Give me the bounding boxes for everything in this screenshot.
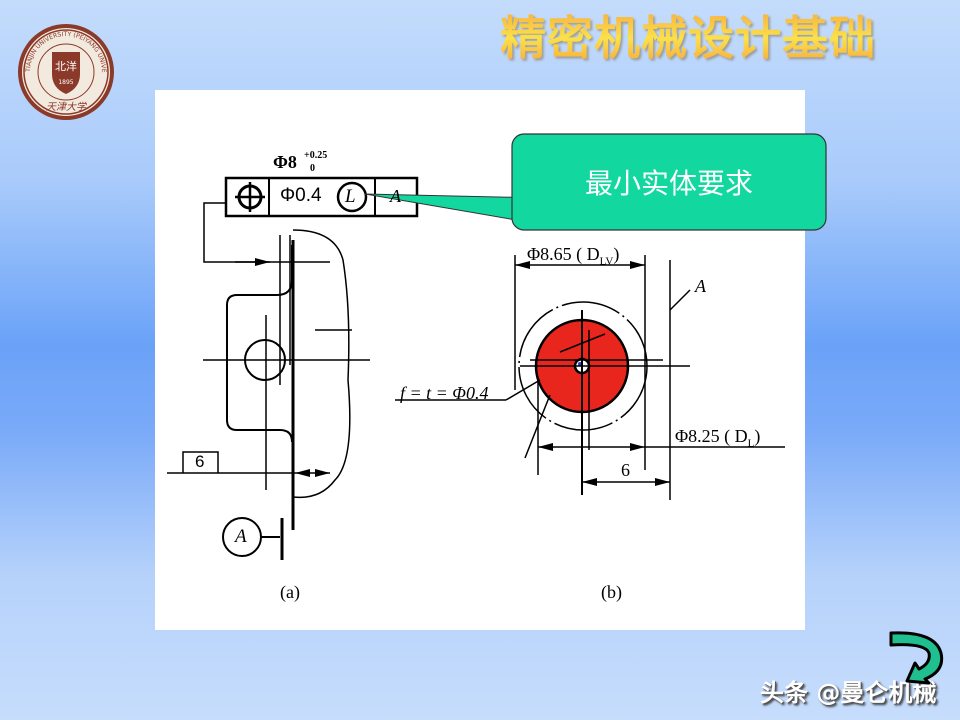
frame-datum: A <box>390 186 401 206</box>
svg-text:1895: 1895 <box>58 79 73 86</box>
lmc-modifier: L <box>345 186 356 207</box>
caption-b: (b) <box>601 582 622 602</box>
dim-lv-text: Φ8.65 ( D <box>527 244 600 264</box>
size-tolerance-label: Φ8 <box>273 152 297 172</box>
callout-text: 最小实体要求 <box>584 167 753 200</box>
lower-deviation: 0 <box>310 163 315 174</box>
frame-tolerance-value: Φ0.4 <box>280 185 322 206</box>
dim-l-sub: L <box>747 437 755 450</box>
dim-lv-sub: LV <box>599 255 614 268</box>
return-button[interactable] <box>885 627 947 685</box>
seal-icon: 北洋 1895 TIANJIN UNIVERSITY (PEIYANG UNIV… <box>13 17 114 120</box>
dim-l-text: Φ8.25 ( D <box>675 426 748 446</box>
university-logo: 北洋 1895 TIANJIN UNIVERSITY (PEIYANG UNIV… <box>13 17 116 122</box>
svg-text:北洋: 北洋 <box>55 59 77 73</box>
callout-box <box>511 133 827 231</box>
slide-title: 精密机械设计基础 <box>500 2 876 68</box>
return-arrow-icon <box>889 631 944 685</box>
datum-a-label-b: A <box>695 276 706 296</box>
watermark: 头条 @曼仑机械 <box>760 679 937 707</box>
datum-a-label: A <box>235 526 247 547</box>
dim-l: Φ8.25 ( DL) <box>675 426 761 450</box>
f-t-label: f = t = Φ0.4 <box>400 383 489 403</box>
basic-dimension-b: 6 <box>621 460 630 480</box>
caption-a: (a) <box>280 582 300 602</box>
dim-lv: Φ8.65 ( DLV) <box>527 244 620 268</box>
upper-deviation: +0.25 <box>304 150 328 161</box>
basic-dimension-a: 6 <box>195 452 205 471</box>
svg-text:天津大学: 天津大学 <box>46 101 87 113</box>
